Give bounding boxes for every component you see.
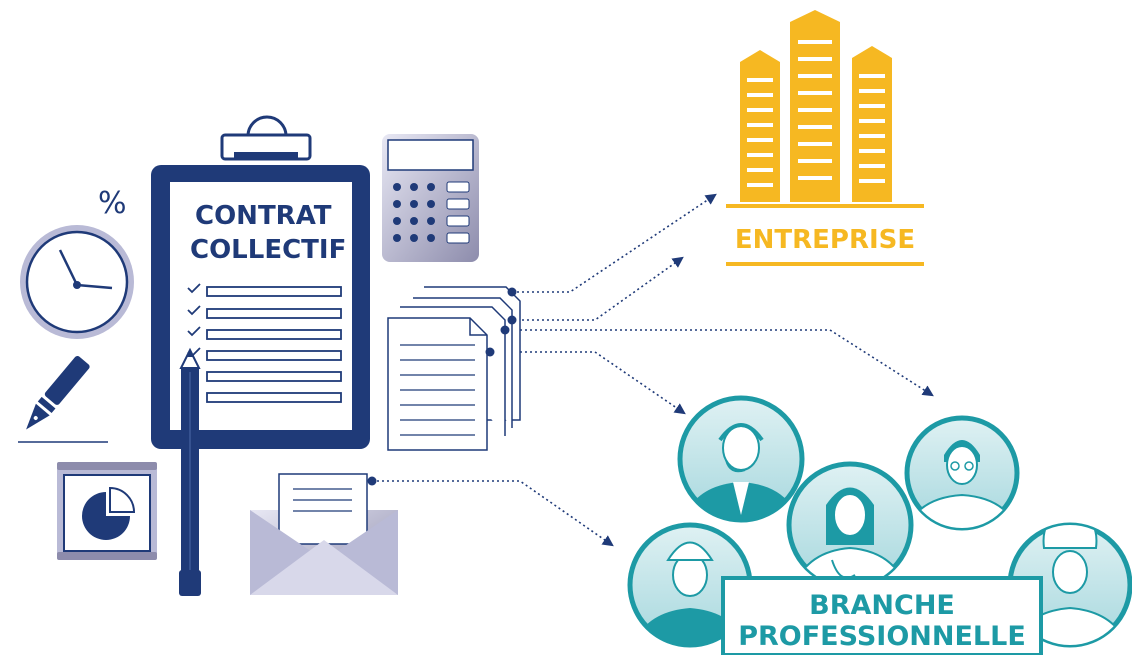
branch-label-banner	[721, 576, 1043, 655]
connector-dots	[367, 287, 517, 486]
clipboard-title-line1: CONTRAT	[195, 201, 332, 231]
connector-from-envelope	[372, 480, 614, 547]
branch-label-line2: PROFESSIONNELLE	[738, 621, 1026, 652]
building-icon	[726, 10, 924, 266]
connectors	[372, 193, 934, 547]
branch-label-line1: BRANCHE	[809, 590, 955, 621]
calculator-icon	[382, 134, 479, 262]
clipboard: CONTRAT COLLECTIF	[151, 115, 370, 449]
connector-to-branch-top	[490, 351, 686, 415]
entreprise-label: ENTREPRISE	[735, 225, 915, 255]
pencil-icon	[179, 347, 201, 596]
documents-icon	[387, 286, 521, 451]
fountain-pen-icon	[26, 355, 90, 430]
connector-to-entreprise	[512, 256, 684, 321]
percent-icon: %	[98, 186, 127, 221]
pie-chart-icon	[57, 462, 157, 560]
connector-to-right-person	[505, 329, 934, 397]
clipboard-title-line2: COLLECTIF	[190, 235, 346, 265]
envelope-icon	[250, 473, 398, 595]
person-icon-glasses	[904, 415, 1020, 531]
connector-to-entreprise-top	[512, 193, 717, 293]
clock-icon	[20, 225, 134, 339]
person-icon-headset	[677, 395, 805, 523]
